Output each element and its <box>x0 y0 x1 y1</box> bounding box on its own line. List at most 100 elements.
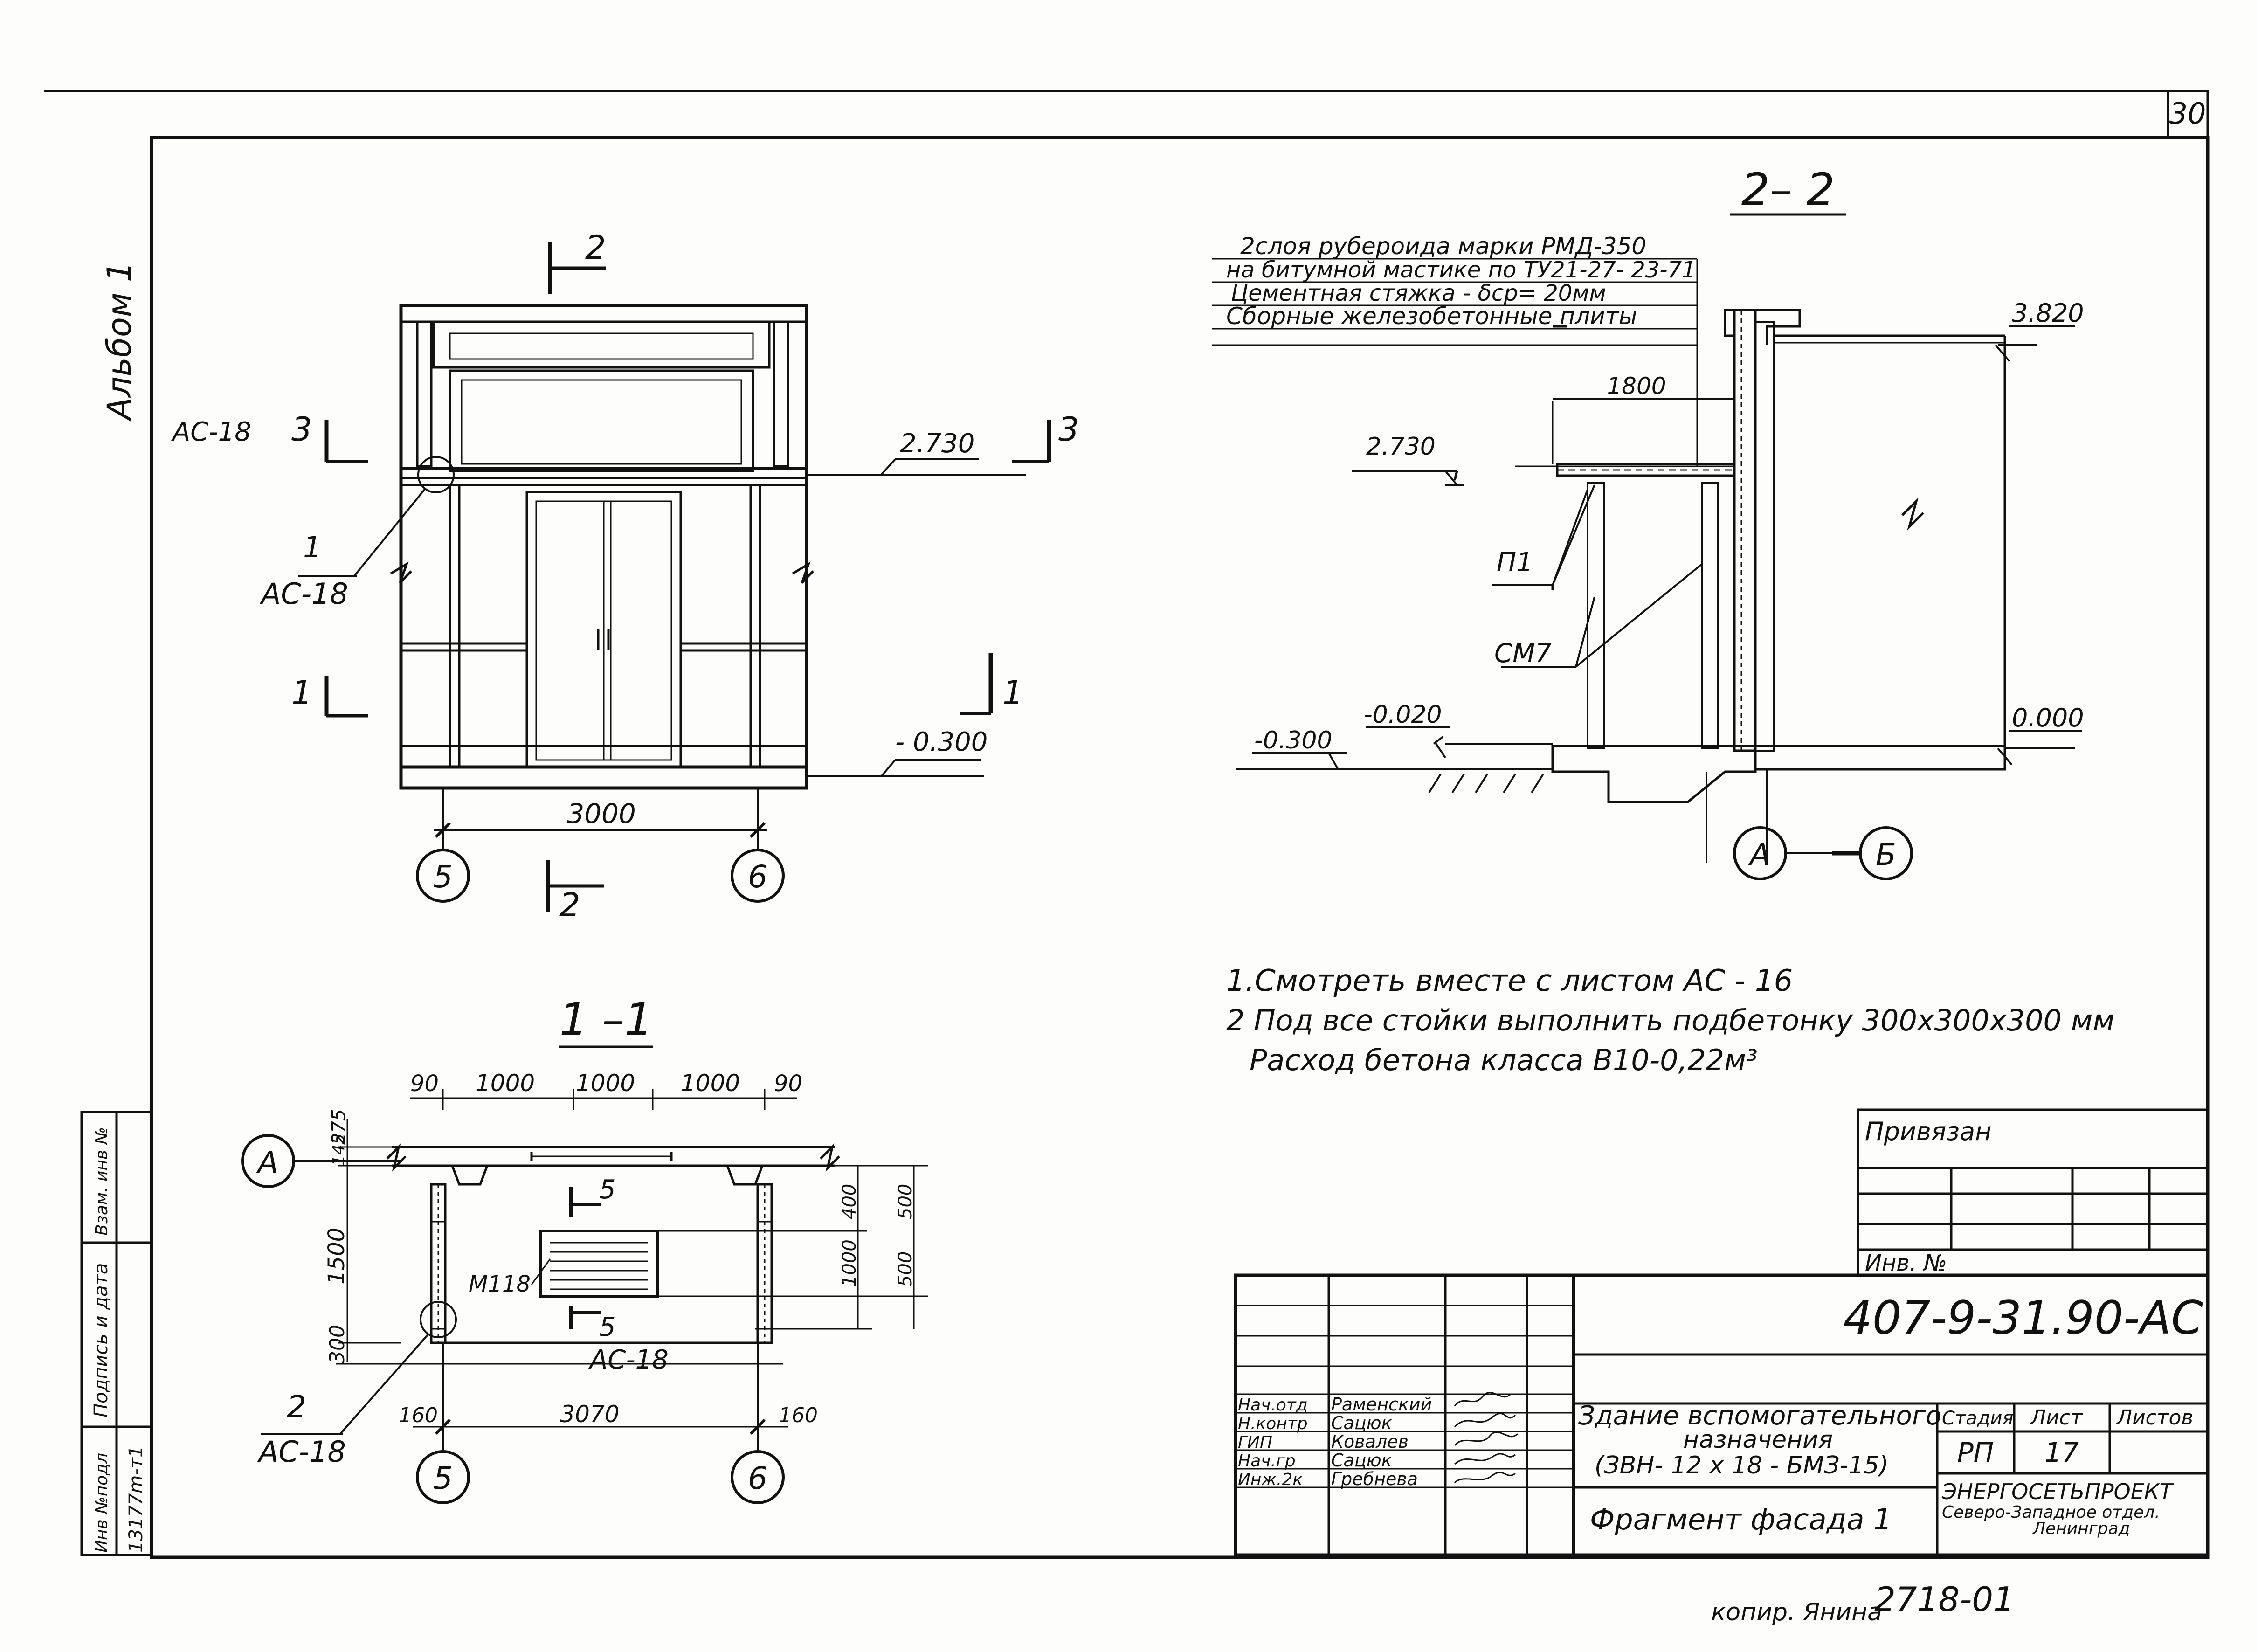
signatures <box>1454 1392 1519 1484</box>
org-department: Северо-Западное отдел. <box>1942 1503 2160 1522</box>
name-satsyuk-1: Сацюк <box>1331 1413 1392 1433</box>
side-stamp-vzam: Взам. инв № <box>92 1127 111 1236</box>
dim-160-right: 160 <box>779 1403 818 1427</box>
dim-275: 275 <box>328 1109 350 1145</box>
title-line-2: назначения <box>1683 1426 1833 1454</box>
dim-90-right: 90 <box>774 1071 802 1097</box>
note-3: Расход бетона класса В10-0,22м³ <box>1250 1043 1758 1077</box>
section-1-1-axis-left: 5 <box>433 1460 453 1496</box>
role-nach-otd: Нач.отд <box>1238 1396 1308 1415</box>
section-1-1-axis-right: 6 <box>748 1460 767 1496</box>
dim-145: 145 <box>329 1134 348 1166</box>
section-1-1-axis-a: А <box>256 1146 278 1180</box>
elevation-level-top: 2.730 <box>900 429 974 459</box>
elevation-level-bottom: - 0.300 <box>895 727 987 757</box>
elevation-cut-2-top: 2 <box>585 228 606 267</box>
role-nach-gr: Нач.гр <box>1238 1452 1296 1471</box>
sheet-label: Лист <box>2030 1406 2083 1430</box>
role-gip: ГИП <box>1238 1433 1272 1452</box>
name-grebneva: Гребнева <box>1331 1469 1418 1489</box>
elevation-cut-2-bottom: 2 <box>559 886 580 924</box>
section-2-2-axis-a: А <box>1748 838 1770 872</box>
dim-400: 400 <box>839 1184 860 1219</box>
section-2-2-level-mid: 2.730 <box>1366 433 1436 461</box>
name-satsyuk-2: Сацюк <box>1331 1450 1392 1471</box>
section-2-2-layer-3: Цементная стяжка - δср= 20мм <box>1231 280 1606 306</box>
section-2-2-canopy-dim: 1800 <box>1607 373 1666 400</box>
section-2-2-level-top: 3.820 <box>2012 298 2084 328</box>
node-2-num: 2 <box>287 1389 306 1425</box>
node-2-ref: АС-18 <box>257 1435 346 1469</box>
stage-label: Стадия <box>1942 1408 2013 1429</box>
sheets-label: Листов <box>2116 1406 2193 1430</box>
name-ramensky: Раменский <box>1331 1394 1432 1415</box>
elevation-cut-1-left: 1 <box>291 674 312 712</box>
document-code: 407-9-31.90-АС <box>1843 1292 2203 1345</box>
dim-1000-a: 1000 <box>476 1070 535 1097</box>
title-block-inv-no: Инв. № <box>1865 1250 1947 1276</box>
elevation-axis-right: 6 <box>748 859 767 895</box>
elevation-node-1-ref: АС-18 <box>259 577 348 611</box>
section-2-2-level-m300: -0.300 <box>1254 726 1333 754</box>
section-2-2-layer-1: 2слоя рубероида марки РМД-350 <box>1240 233 1646 260</box>
facade-elevation <box>298 242 1051 912</box>
elevation-axis-left: 5 <box>433 859 453 895</box>
sheet-value: 17 <box>2044 1437 2079 1468</box>
section-2-2-layer-2: на битумной мастике по ТУ21-27- 23-71 <box>1226 257 1696 283</box>
dim-160-left: 160 <box>399 1403 438 1427</box>
cut-5-top: 5 <box>599 1175 616 1205</box>
side-stamp-signature: Подпись и дата <box>90 1263 112 1417</box>
section-2-2-axis-b: Б <box>1876 838 1896 872</box>
album-label: Альбом 1 <box>100 262 138 422</box>
cut-5-bottom: 5 <box>599 1312 616 1342</box>
name-kovalev: Ковалев <box>1331 1431 1409 1452</box>
elevation-cut-3-left: 3 <box>291 410 312 449</box>
role-n-kontr: Н.контр <box>1238 1414 1308 1433</box>
section-2-2-level-m020: -0.020 <box>1364 701 1442 729</box>
elevation-sheet-ref: АС-18 <box>171 417 251 447</box>
title-block-grid <box>1234 1108 2210 1557</box>
mark-m118: М118 <box>469 1271 531 1297</box>
title-line-1: Здание вспомогательного <box>1578 1401 1942 1431</box>
section-2-2-mark-cm7: СМ7 <box>1494 638 1552 669</box>
org-name: ЭНЕРГОСЕТЬПРОЕКТ <box>1941 1479 2174 1504</box>
page-number: 30 <box>2169 97 2206 131</box>
dim-500-b: 500 <box>895 1251 916 1287</box>
note-1: 1.Смотреть вместе с листом АС - 16 <box>1226 964 1793 998</box>
section-2-2-mark-p1: П1 <box>1497 547 1533 578</box>
section-1-1 <box>241 1045 928 1504</box>
side-stamp <box>80 1111 153 1556</box>
elevation-cut-1-right: 1 <box>1002 674 1023 712</box>
section-1-1-title: 1 –1 <box>559 994 653 1046</box>
section-2-2-level-zero: 0.000 <box>2012 703 2084 733</box>
section-1-1-sheet-ref: АС-18 <box>588 1345 669 1375</box>
dim-1000-vertical: 1000 <box>839 1239 860 1287</box>
section-2-2-title: 2– 2 <box>1741 164 1835 216</box>
elevation-node-1-num: 1 <box>303 530 321 564</box>
dim-500-a: 500 <box>895 1184 916 1219</box>
role-inzh: Инж.2к <box>1238 1470 1303 1489</box>
section-2-2-layer-4: Сборные железобетонные плиты <box>1226 303 1637 330</box>
side-stamp-inv-podl: Инв №подл <box>92 1453 111 1553</box>
dim-1500: 1500 <box>324 1228 350 1285</box>
elevation-width-dim: 3000 <box>567 798 636 829</box>
copy-number: 2718-01 <box>1874 1580 2015 1619</box>
section-2-2 <box>1212 213 2082 880</box>
dim-90-left: 90 <box>410 1071 439 1097</box>
dim-3070: 3070 <box>560 1401 619 1428</box>
side-stamp-code: 13177m-т1 <box>125 1446 147 1553</box>
title-line-4: Фрагмент фасада 1 <box>1590 1502 1892 1536</box>
sheet-frame <box>44 90 2210 1559</box>
copy-mark: копир. Янина <box>1711 1598 1882 1626</box>
dim-1000-b: 1000 <box>576 1070 635 1097</box>
title-line-3: (ЗВН- 12 x 18 - БМЗ-15) <box>1595 1452 1889 1479</box>
org-city: Ленинград <box>2032 1519 2130 1538</box>
note-2: 2 Под все стойки выполнить подбетонку 30… <box>1226 1003 2114 1037</box>
elevation-cut-3-right: 3 <box>1058 410 1079 449</box>
title-block-privyazan: Привязан <box>1865 1117 1991 1146</box>
stage-value: РП <box>1957 1437 1994 1468</box>
dim-1000-c: 1000 <box>681 1070 740 1097</box>
dim-300: 300 <box>325 1325 349 1364</box>
